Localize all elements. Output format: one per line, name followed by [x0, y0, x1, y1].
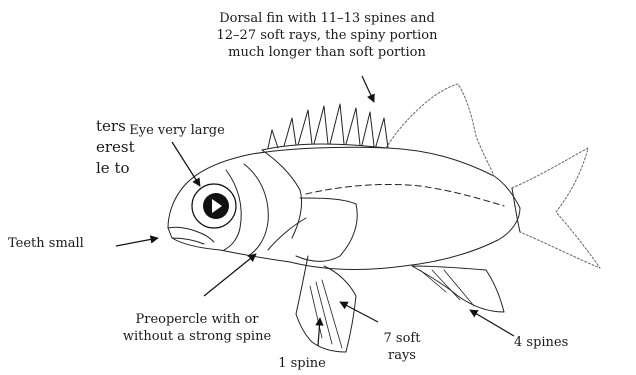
- preopercle-line-1: Preopercle with or: [112, 311, 282, 328]
- pelvic-spine-text: 1 spine: [262, 355, 342, 372]
- teeth-text: Teeth small: [8, 235, 112, 252]
- label-pelvic-spine: 1 spine: [262, 355, 342, 372]
- arrow-anal-spines: [470, 310, 514, 336]
- operculum-line: [244, 164, 268, 256]
- label-soft-rays: 7 soft rays: [372, 330, 432, 364]
- eye-drawing: [192, 184, 236, 228]
- arrow-preopercle: [204, 254, 256, 296]
- anal-spines-text: 4 spines: [514, 334, 594, 351]
- lateral-line: [306, 184, 504, 206]
- dorsal-spines: [268, 104, 388, 148]
- label-anal-spines: 4 spines: [514, 334, 594, 351]
- soft-rays-line-1: 7 soft: [372, 330, 432, 347]
- arrow-dorsal: [362, 76, 374, 102]
- caudal-fin: [512, 148, 600, 268]
- arrow-teeth: [116, 238, 158, 246]
- soft-dorsal-fin: [386, 84, 494, 176]
- anal-fin: [412, 266, 504, 312]
- label-teeth: Teeth small: [8, 235, 112, 252]
- eye-text: Eye very large: [112, 122, 242, 139]
- dorsal-line-3: much longer than soft portion: [197, 44, 457, 61]
- arrow-soft-rays: [340, 302, 378, 322]
- pelvic-fin: [296, 256, 356, 352]
- soft-rays-line-2: rays: [372, 347, 432, 364]
- label-preopercle: Preopercle with or without a strong spin…: [112, 311, 282, 345]
- dorsal-line-2: 12–27 soft rays, the spiny portion: [197, 27, 457, 44]
- pectoral-fin: [296, 198, 357, 261]
- label-eye: Eye very large: [112, 122, 242, 139]
- dorsal-line-1: Dorsal fin with 11–13 spines and: [197, 10, 457, 27]
- preopercle-line-2: without a strong spine: [112, 328, 282, 345]
- label-dorsal-fin: Dorsal fin with 11–13 spines and 12–27 s…: [197, 10, 457, 61]
- arrow-eye: [172, 142, 200, 186]
